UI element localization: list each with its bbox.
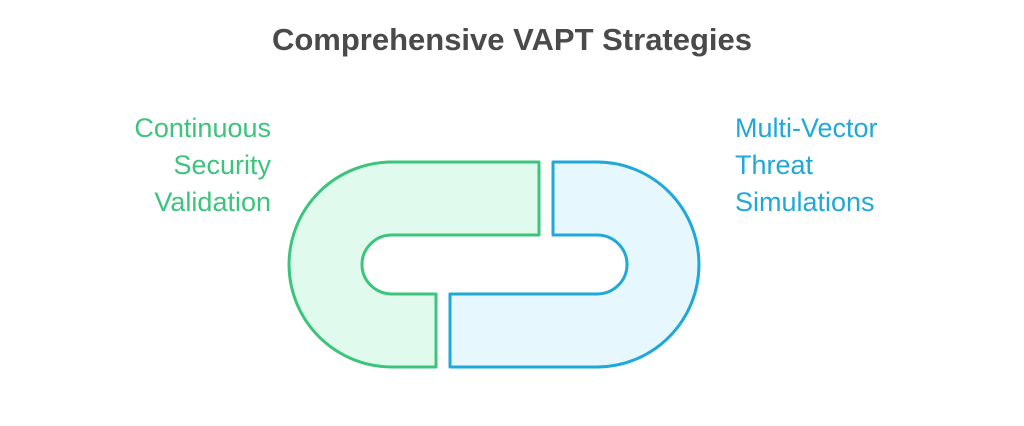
left-label-line-3: Validation bbox=[154, 187, 271, 217]
right-label-line-2: Threat bbox=[735, 150, 814, 180]
right-chain-link-shape bbox=[448, 160, 701, 369]
right-label-line-1: Multi-Vector bbox=[735, 113, 878, 143]
right-label-line-3: Simulations bbox=[735, 187, 875, 217]
left-chain-link-shape bbox=[287, 160, 541, 369]
left-label-line-2: Security bbox=[173, 150, 271, 180]
left-link-label: Continuous Security Validation bbox=[134, 110, 271, 221]
left-label-line-1: Continuous bbox=[134, 113, 271, 143]
diagram-title: Comprehensive VAPT Strategies bbox=[271, 22, 753, 57]
right-link-label: Multi-Vector Threat Simulations bbox=[735, 110, 878, 221]
